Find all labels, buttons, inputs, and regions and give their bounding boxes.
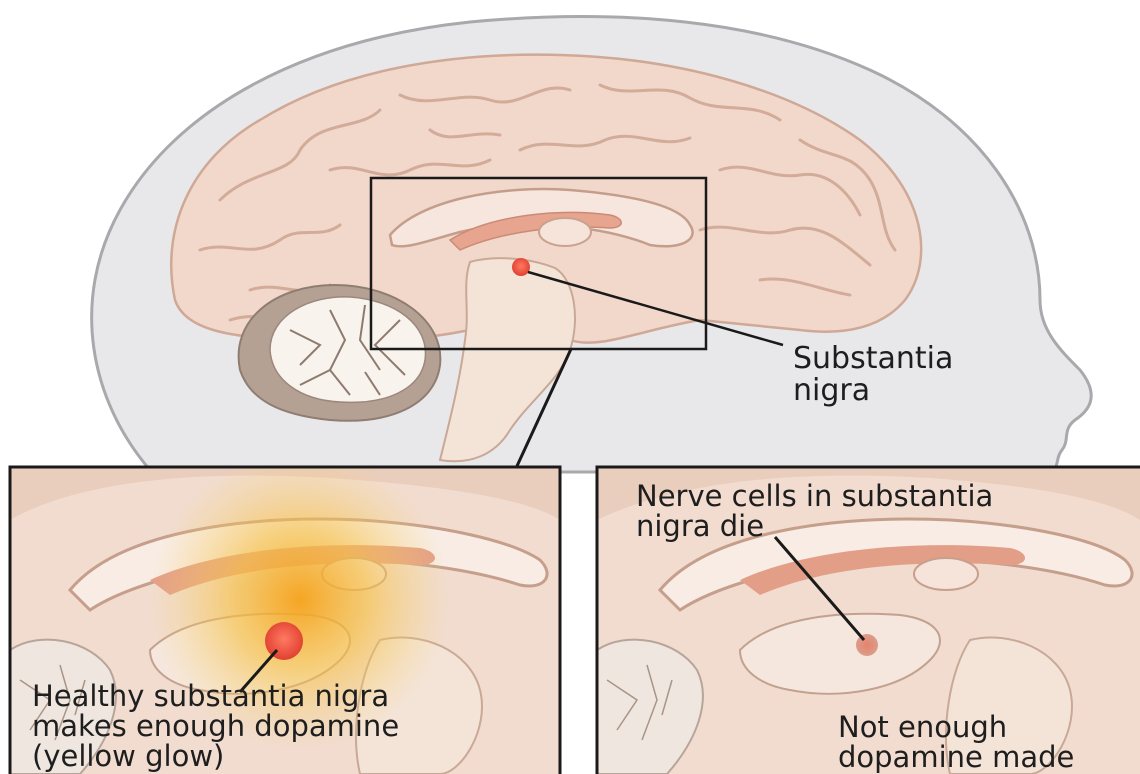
- healthy-caption-line1: Healthy substantia nigra: [32, 681, 399, 711]
- dying-caption-line1: Nerve cells in substantia: [636, 481, 993, 511]
- dying-caption: Nerve cells in substantia nigra die: [636, 481, 993, 541]
- substantia-nigra-label: Substantia nigra: [793, 343, 953, 407]
- healthy-caption: Healthy substantia nigra makes enough do…: [32, 681, 399, 771]
- healthy-substantia-nigra-dot: [265, 622, 303, 660]
- dying-substantia-nigra-dot: [856, 634, 878, 656]
- deficit-caption: Not enough dopamine made: [838, 712, 1074, 772]
- substantia-nigra-label-line1: Substantia: [793, 343, 953, 375]
- dying-caption-line2: nigra die: [636, 511, 993, 541]
- substantia-nigra-label-line2: nigra: [793, 375, 953, 407]
- healthy-caption-line2: makes enough dopamine: [32, 711, 399, 741]
- deficit-caption-line1: Not enough: [838, 712, 1074, 742]
- healthy-caption-line3: (yellow glow): [32, 741, 399, 771]
- substantia-nigra-marker: [512, 258, 530, 276]
- deficit-caption-line2: dopamine made: [838, 742, 1074, 772]
